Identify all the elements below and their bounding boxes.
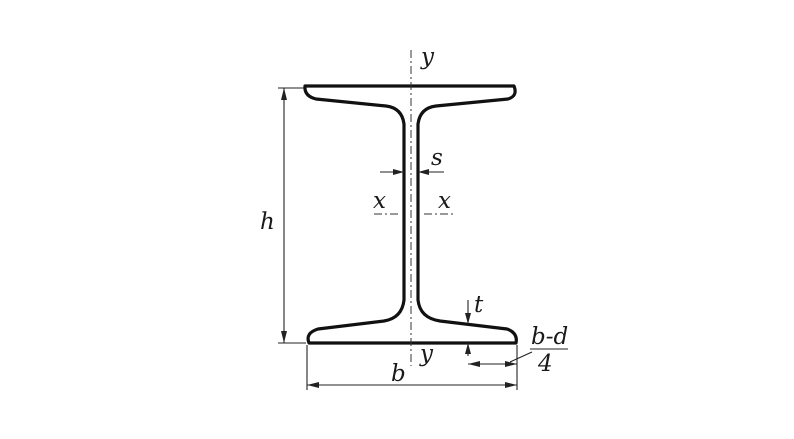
- label-width: b: [391, 361, 406, 387]
- label-slope-numerator: b-d: [531, 324, 568, 350]
- label-height: h: [260, 209, 275, 235]
- label-axis-x-right: x: [438, 188, 451, 214]
- flange-thickness-dimension: [465, 300, 471, 356]
- i-beam-profile: [303, 84, 518, 345]
- web-thickness-dimension: [380, 169, 444, 175]
- height-dimension: [278, 87, 306, 344]
- label-slope-denominator: 4: [537, 351, 553, 377]
- slope-location-dimension: [468, 348, 568, 367]
- label-axis-y-top: y: [420, 44, 435, 70]
- label-flange-thickness: t: [474, 292, 484, 318]
- label-axis-y-bottom: y: [419, 341, 434, 367]
- label-web-thickness: s: [431, 145, 443, 171]
- width-dimension: [306, 345, 518, 390]
- label-axis-x-left: x: [373, 188, 386, 214]
